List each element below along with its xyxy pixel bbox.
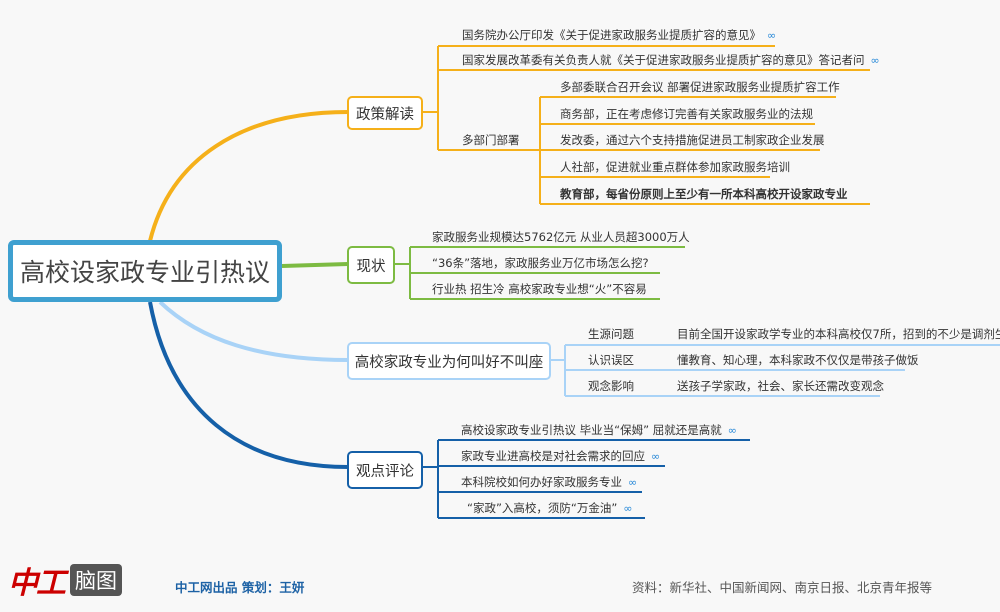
why-text[interactable]: 懂教育、知心理，本科家政不仅仅是带孩子做饭 [677, 353, 919, 367]
policy-sub-label[interactable]: 多部门部署 [462, 133, 520, 147]
policy-sub-item[interactable]: 教育部，每省份原则上至少有一所本科高校开设家政专业 [560, 187, 848, 201]
topic-status[interactable]: 现状 [347, 246, 395, 284]
why-label[interactable]: 认识误区 [588, 353, 634, 367]
topic-why[interactable]: 高校家政专业为何叫好不叫座 [347, 342, 551, 380]
opinion-item[interactable]: 高校设家政专业引热议 毕业当“保姆” 屈就还是高就 ∞ [461, 422, 737, 438]
status-item[interactable]: “36条”落地，家政服务业万亿市场怎么挖? [432, 256, 649, 270]
root-title: 高校设家政专业引热议 [19, 258, 270, 287]
why-label[interactable]: 观念影响 [588, 379, 634, 393]
topic-opinion-label: 观点评论 [356, 463, 414, 480]
topic-opinion[interactable]: 观点评论 [347, 451, 423, 489]
opinion-item-text: “家政”入高校，须防“万金油” [467, 501, 618, 515]
status-item[interactable]: 家政服务业规模达5762亿元 从业人员超3000万人 [432, 230, 690, 244]
policy-sub-item[interactable]: 多部委联合召开会议 部署促进家政服务业提质扩容工作 [560, 80, 840, 94]
connector-why [158, 300, 349, 362]
link-icon[interactable]: ∞ [727, 424, 737, 437]
policy-item-text: 国务院办公厅印发《关于促进家政服务业提质扩容的意见》 [462, 28, 761, 42]
connector-status [281, 262, 349, 268]
topic-why-label: 高校家政专业为何叫好不叫座 [354, 354, 544, 371]
opinion-item[interactable]: 家政专业进高校是对社会需求的回应 ∞ [461, 448, 660, 464]
why-text[interactable]: 目前全国开设家政学专业的本科高校仅7所，招到的不少是调剂生 [677, 327, 1000, 341]
topic-policy[interactable]: 政策解读 [347, 96, 423, 130]
topic-policy-label: 政策解读 [356, 106, 414, 123]
brand-logo: 中工 脑图 [8, 562, 122, 601]
status-item[interactable]: 行业热 招生冷 高校家政专业想“火”不容易 [432, 282, 647, 296]
connector-policy [148, 110, 349, 242]
topic-status-label: 现状 [356, 258, 386, 275]
policy-item[interactable]: 国务院办公厅印发《关于促进家政服务业提质扩容的意见》 ∞ [462, 27, 776, 43]
opinion-item-text: 本科院校如何办好家政服务专业 [461, 475, 622, 489]
link-icon[interactable]: ∞ [870, 54, 880, 67]
link-icon[interactable]: ∞ [628, 476, 638, 489]
policy-sub-item[interactable]: 发改委，通过六个支持措施促进员工制家政企业发展 [560, 133, 825, 147]
opinion-item[interactable]: “家政”入高校，须防“万金油” ∞ [467, 500, 633, 516]
policy-item[interactable]: 国家发展改革委有关负责人就《关于促进家政服务业提质扩容的意见》答记者问 ∞ [462, 52, 880, 68]
policy-item-text: 国家发展改革委有关负责人就《关于促进家政服务业提质扩容的意见》答记者问 [462, 53, 865, 67]
logo-box-text: 脑图 [70, 564, 122, 596]
credit-text: 中工网出品 策划：王妍 [175, 580, 305, 595]
why-text[interactable]: 送孩子学家政，社会、家长还需改变观念 [677, 379, 884, 393]
opinion-item[interactable]: 本科院校如何办好家政服务专业 ∞ [461, 474, 637, 490]
policy-sub-item[interactable]: 商务部，正在考虑修订完善有关家政服务业的法规 [560, 107, 813, 121]
why-label[interactable]: 生源问题 [588, 327, 634, 341]
opinion-item-text: 家政专业进高校是对社会需求的回应 [461, 449, 645, 463]
root-topic[interactable]: 高校设家政专业引热议 [8, 240, 282, 302]
connector-opinion [148, 301, 349, 469]
source-text: 资料：新华社、中国新闻网、南京日报、北京青年报等 [632, 580, 933, 595]
link-icon[interactable]: ∞ [623, 502, 633, 515]
logo-red-text: 中工 [8, 566, 66, 601]
opinion-item-text: 高校设家政专业引热议 毕业当“保姆” 屈就还是高就 [461, 423, 722, 437]
link-icon[interactable]: ∞ [651, 450, 661, 463]
policy-sub-item[interactable]: 人社部，促进就业重点群体参加家政服务培训 [560, 160, 790, 174]
link-icon[interactable]: ∞ [767, 29, 777, 42]
